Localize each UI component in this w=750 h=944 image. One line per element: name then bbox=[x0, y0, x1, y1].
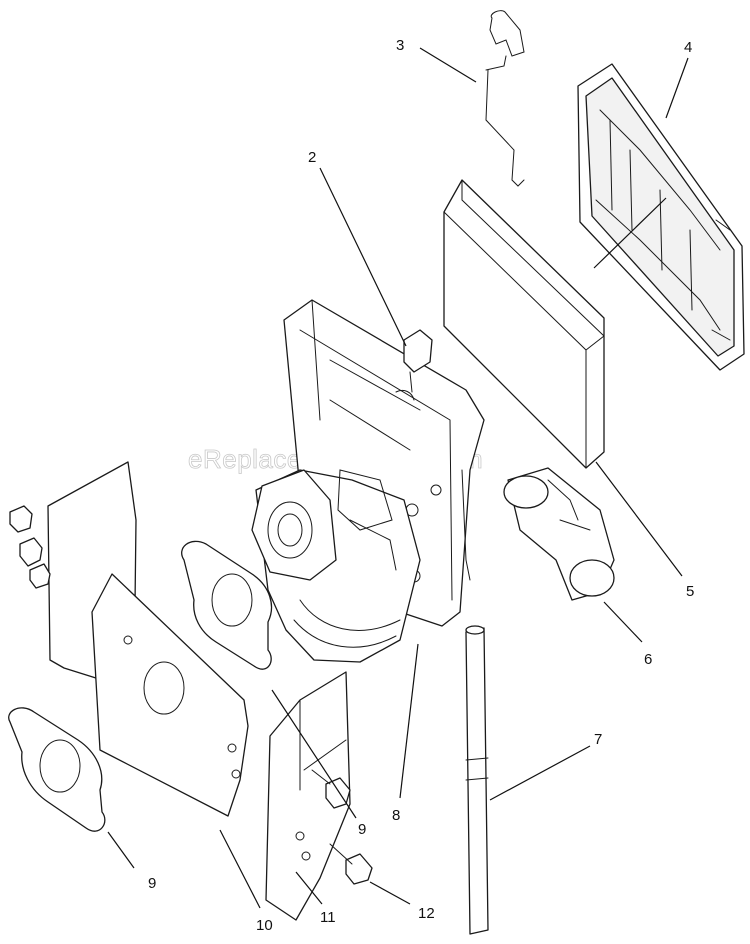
callout-8: 8 bbox=[392, 807, 400, 824]
leader-lines bbox=[107, 47, 689, 909]
gasket-upper[interactable] bbox=[181, 540, 273, 670]
air-cleaner-cover[interactable] bbox=[577, 63, 745, 371]
callout-7: 7 bbox=[594, 731, 602, 748]
callout-5: 5 bbox=[686, 583, 694, 600]
callout-labels: 2 3 4 5 6 7 8 9 9 10 11 12 bbox=[148, 37, 694, 934]
retaining-clip[interactable] bbox=[485, 10, 525, 187]
callout-12: 12 bbox=[418, 905, 435, 922]
callout-6: 6 bbox=[644, 651, 652, 668]
base-plate[interactable] bbox=[283, 299, 485, 627]
bolts[interactable] bbox=[9, 505, 373, 885]
breather-tube[interactable] bbox=[465, 625, 489, 935]
callout-10: 10 bbox=[256, 917, 273, 934]
gasket-lower[interactable] bbox=[8, 707, 106, 832]
elbow[interactable] bbox=[503, 467, 615, 601]
callout-3: 3 bbox=[396, 37, 404, 54]
callout-4: 4 bbox=[684, 39, 692, 56]
callout-9-lower: 9 bbox=[148, 875, 156, 892]
heat-shield[interactable] bbox=[265, 671, 351, 921]
spacer-plate[interactable] bbox=[47, 461, 249, 817]
callout-9-upper: 9 bbox=[358, 821, 366, 838]
callout-11: 11 bbox=[320, 909, 336, 926]
callout-2: 2 bbox=[308, 149, 316, 166]
carburetor[interactable] bbox=[251, 329, 433, 663]
filter-element[interactable] bbox=[443, 179, 605, 469]
